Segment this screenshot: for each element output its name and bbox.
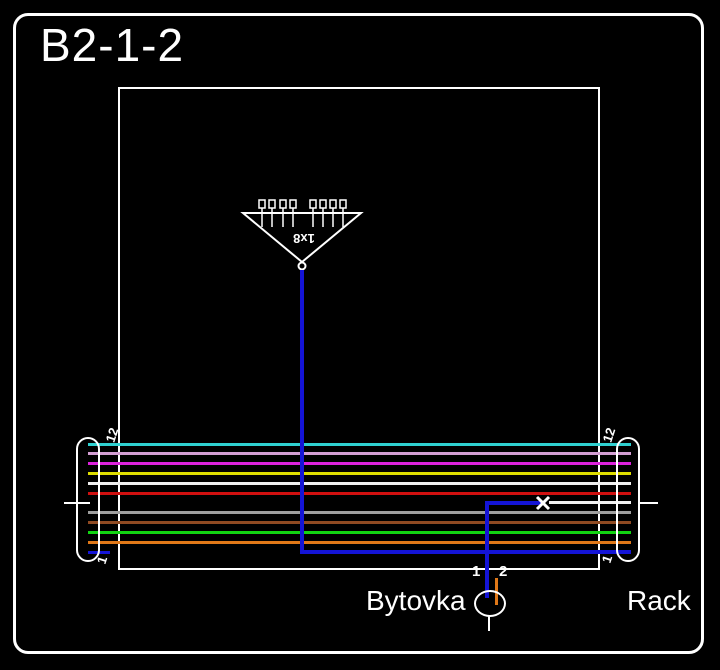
wire-pin-3-green <box>88 530 631 534</box>
route-bytovka-vertical <box>485 501 489 598</box>
bytovka-pin2-label: 2 <box>499 563 508 580</box>
left-connector <box>76 437 100 562</box>
route-cut-horizontal <box>485 501 542 505</box>
rack-label: Rack <box>627 585 691 616</box>
wire-pin-6-white-segment-after-cut <box>549 501 631 505</box>
route-bottom-horizontal <box>300 550 631 554</box>
wire-pin-7-red <box>88 491 631 495</box>
right-connector <box>616 437 640 562</box>
bytovka-device-icon <box>474 590 506 617</box>
splitter-1x8-icon <box>240 199 364 271</box>
left-connector-tick <box>64 502 90 504</box>
wire-pin-10-magenta <box>88 462 631 466</box>
page-title: B2-1-2 <box>40 19 185 71</box>
wire-pin-8-white <box>88 481 631 485</box>
cable-box <box>118 87 600 570</box>
cut-mark-x-icon <box>535 495 551 511</box>
splitter-label: 1x8 <box>293 231 315 246</box>
outer-frame <box>13 13 704 654</box>
bytovka-device-stem <box>488 616 490 631</box>
route-splitter-vertical <box>300 270 304 554</box>
bytovka-pin1-label: 1 <box>472 563 481 580</box>
wire-pin-12-cyan <box>88 442 631 446</box>
bytovka-label: Bytovka <box>366 585 466 616</box>
right-connector-tick <box>639 502 658 504</box>
wire-pin-9-yellow <box>88 472 631 475</box>
wire-pin-4-brown <box>88 521 631 525</box>
wire-pin-11-violet <box>88 452 631 456</box>
wire-pin-2-orange <box>88 540 631 544</box>
wire-pin-5-gray <box>88 511 631 515</box>
